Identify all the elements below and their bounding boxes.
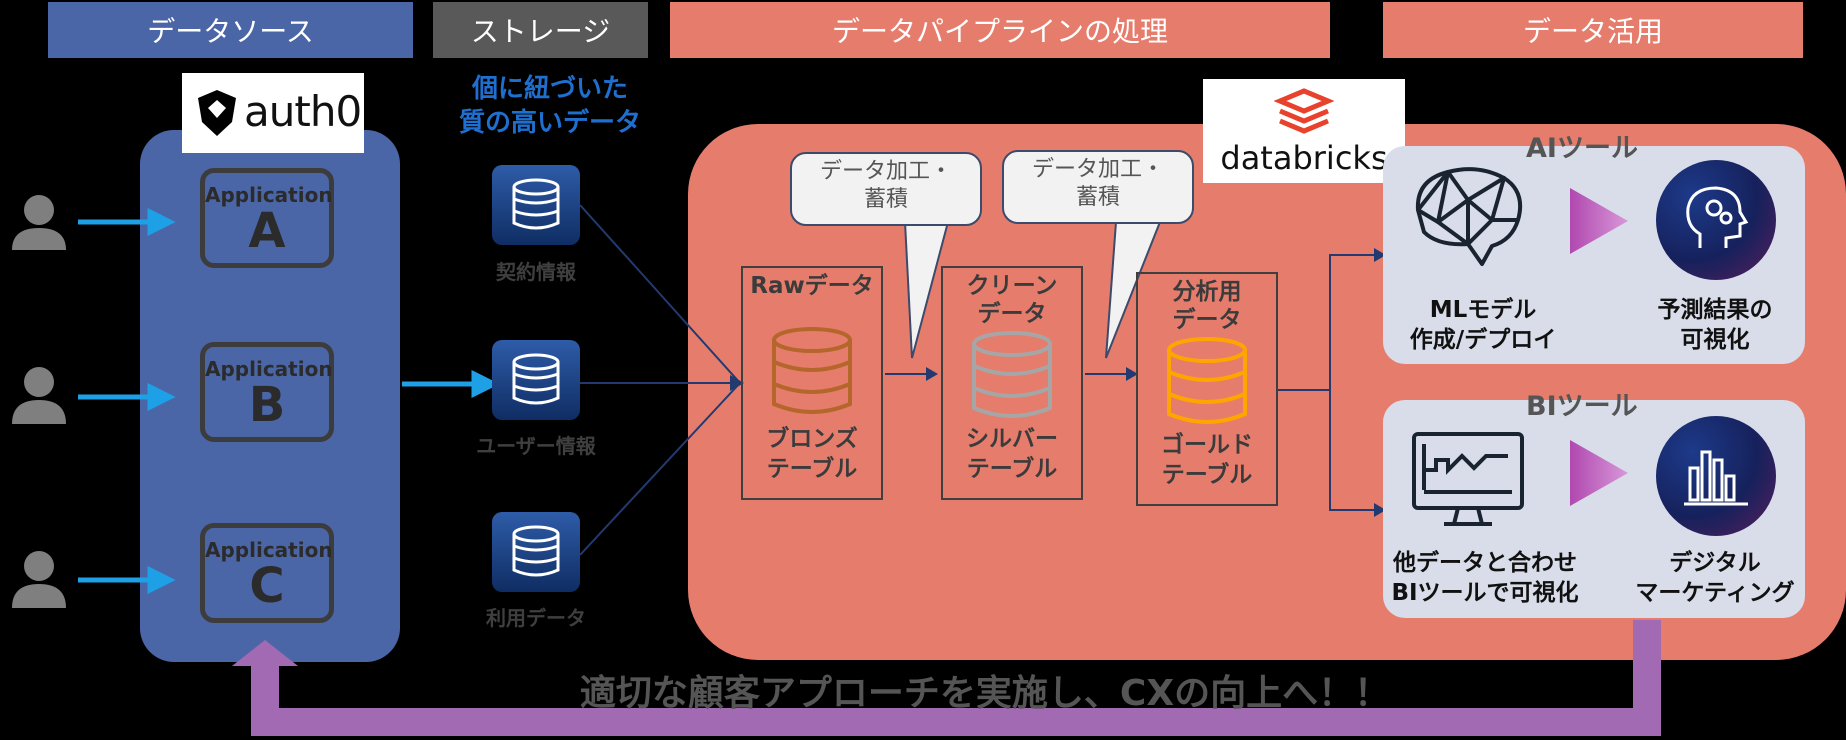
stage-sub-line1: シルバー (966, 426, 1058, 452)
bi-tool-right-line2: マーケティング (1635, 580, 1795, 606)
callout-processing-2: データ加工・ 蓄積 (1002, 150, 1194, 224)
callout-line1: データ加工・ (1031, 157, 1164, 182)
play-triangle-icon (1570, 188, 1628, 254)
play-triangle-icon (1570, 440, 1628, 506)
database-label: ユーザー情報 (476, 434, 596, 458)
user-icon (12, 195, 66, 250)
user-icon (12, 551, 66, 608)
stage-sub-line2: テーブル (966, 456, 1058, 482)
stage-sub-line2: テーブル (1161, 462, 1253, 488)
bi-tool-right-line1: デジタル (1669, 550, 1761, 576)
callout-line2: 蓄積 (863, 187, 908, 212)
header-storage: ストレージ (433, 2, 648, 58)
silver-database-icon (972, 331, 1052, 418)
stage-analysis: 分析用 データ ゴールド テーブル (1136, 272, 1278, 506)
bronze-database-icon (772, 327, 852, 414)
ai-tool-right-line1: 予測結果の (1657, 297, 1773, 323)
application-b: Application B (200, 342, 334, 442)
ai-tool-right-line2: 可視化 (1680, 327, 1750, 353)
stage-clean: クリーン データ シルバー テーブル (941, 266, 1083, 500)
application-letter: B (248, 377, 286, 433)
brain-network-icon (1415, 167, 1523, 266)
bar-chart-icon (1656, 416, 1776, 536)
bi-tool-right-text: デジタル マーケティング (1620, 548, 1810, 608)
application-c: Application C (200, 523, 334, 623)
ai-tool-left-text: MLモデル 作成/デプロイ (1388, 295, 1578, 355)
database-usage (492, 512, 580, 592)
stage-title: クリーン (966, 273, 1058, 299)
database-contract (492, 165, 580, 245)
source-panel (140, 130, 400, 662)
database-icon (512, 525, 560, 577)
stage-sub-line1: ブロンズ (766, 426, 858, 452)
head-gears-icon (1656, 160, 1776, 280)
stage-raw: Rawデータ ブロンズ テーブル (741, 266, 883, 500)
stage-title: 分析用 (1172, 279, 1242, 305)
storage-caption-line1: 個に紐づいた (471, 74, 628, 104)
databricks-logo: databricks (1203, 79, 1405, 183)
databricks-logo-text: databricks (1220, 139, 1388, 177)
stage-title: Rawデータ (750, 273, 874, 299)
application-title: Application (205, 538, 333, 562)
header-data-source: データソース (48, 2, 413, 58)
bi-tool-title: BIツール (1526, 391, 1638, 422)
monitor-chart-icon (1412, 432, 1524, 526)
ai-tool-right-text: 予測結果の 可視化 (1620, 295, 1810, 355)
auth0-logo: auth0 (182, 73, 364, 153)
stage-sub-line2: テーブル (766, 456, 858, 482)
auth0-logo-text: auth0 (244, 87, 362, 136)
ai-tool-left-line1: MLモデル (1429, 297, 1537, 323)
database-icon (512, 353, 560, 405)
auth0-shield-icon (198, 90, 236, 136)
footer-message: 適切な顧客アプローチを実施し、CXの向上へ！！ (579, 673, 1391, 714)
application-a: Application A (200, 168, 334, 268)
application-title: Application (205, 183, 333, 207)
stage-title: データ (977, 301, 1047, 327)
database-label: 利用データ (486, 606, 586, 630)
database-icon (512, 178, 560, 230)
stage-title: データ (1172, 307, 1242, 333)
callout-processing-1: データ加工・ 蓄積 (790, 152, 982, 226)
user-icon (12, 367, 66, 424)
ai-tool-title: AIツール (1526, 133, 1638, 164)
storage-caption-line2: 質の高いデータ (458, 108, 641, 138)
application-letter: A (248, 203, 286, 259)
bi-tool-left-line2: BIツールで可視化 (1391, 580, 1579, 606)
ai-tool-left-line2: 作成/デプロイ (1409, 327, 1557, 353)
stage-sub-line1: ゴールド (1161, 432, 1253, 458)
header-data-usage: データ活用 (1383, 2, 1803, 58)
database-user (492, 340, 580, 420)
application-letter: C (249, 558, 285, 614)
callout-line2: 蓄積 (1075, 185, 1120, 210)
database-label: 契約情報 (496, 260, 576, 284)
application-title: Application (205, 357, 333, 381)
callout-line1: データ加工・ (819, 159, 952, 184)
storage-caption: 個に紐づいた 質の高いデータ (440, 72, 660, 140)
header-pipeline: データパイプラインの処理 (670, 2, 1330, 58)
bi-tool-left-text: 他データと合わせ BIツールで可視化 (1375, 548, 1595, 608)
gold-database-icon (1167, 337, 1247, 424)
bi-tool-left-line1: 他データと合わせ (1393, 550, 1577, 576)
databricks-stack-icon (1274, 88, 1334, 134)
users-layer (12, 195, 176, 608)
